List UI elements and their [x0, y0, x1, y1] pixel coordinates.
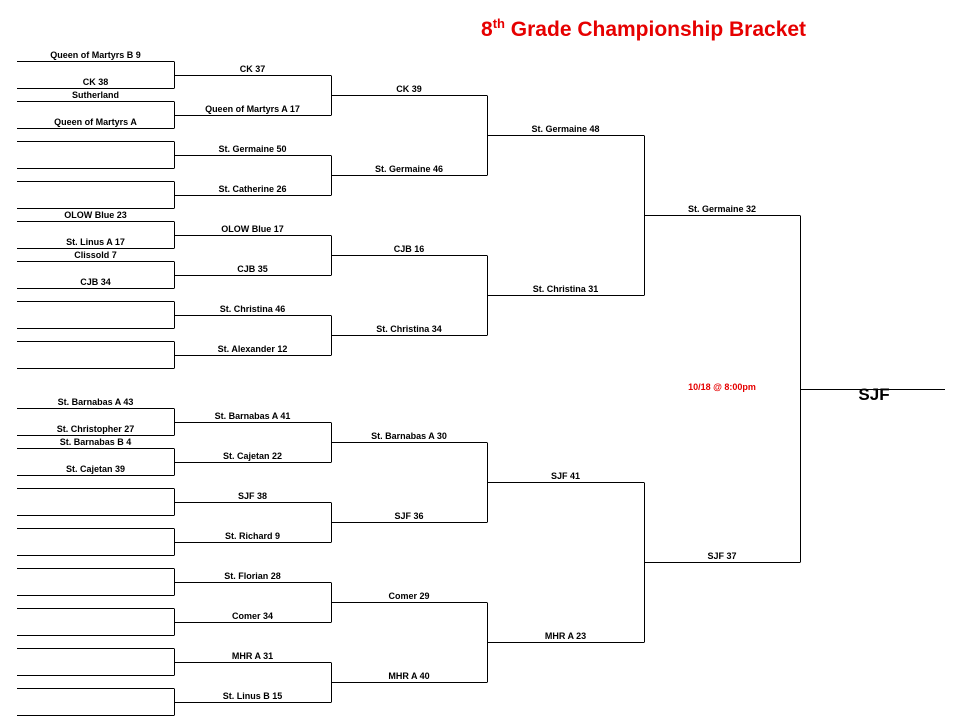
team-label: SJF 37: [707, 551, 737, 561]
team-label: St. Christina 46: [219, 304, 286, 314]
team-label: St. Linus A 17: [66, 237, 125, 247]
team-label: Clissold 7: [74, 250, 117, 260]
team-label: CK 39: [396, 84, 422, 94]
team-label: MHR A 40: [388, 671, 430, 681]
team-label: CJB 16: [393, 244, 425, 254]
team-label: St. Alexander 12: [217, 344, 288, 354]
page-title: 8th Grade Championship Bracket: [481, 16, 807, 41]
team-label: OLOW Blue 23: [64, 210, 127, 220]
team-label: St. Barnabas A 41: [214, 411, 291, 421]
team-label: St. Florian 28: [224, 571, 281, 581]
team-label: St. Barnabas A 30: [371, 431, 447, 441]
team-label: SJF 41: [550, 471, 581, 481]
team-label: SJF 36: [394, 511, 424, 521]
team-label: St. Germaine 50: [218, 144, 287, 154]
team-label: Comer 34: [231, 611, 274, 621]
team-label: OLOW Blue 17: [221, 224, 284, 234]
team-label: St. Christina 31: [532, 284, 599, 294]
team-label: St. Richard 9: [224, 531, 281, 541]
team-label: St. Barnabas B 4: [59, 437, 132, 447]
team-label: MHR A 31: [231, 651, 274, 661]
team-label: CJB 34: [80, 277, 111, 287]
game-time: 10/18 @ 8:00pm: [688, 382, 756, 392]
team-label: St. Linus B 15: [222, 691, 283, 701]
team-label: MHR A 23: [544, 631, 587, 641]
team-label: St. Christina 34: [376, 324, 442, 334]
team-label: St. Cajetan 39: [65, 464, 126, 474]
team-label: Queen of Martyrs A 17: [205, 104, 300, 114]
team-label: Sutherland: [71, 90, 120, 100]
team-label: CJB 35: [237, 264, 268, 274]
team-label: St. Catherine 26: [218, 184, 287, 194]
team-label: SJF 38: [237, 491, 268, 501]
team-label: CK 38: [82, 77, 109, 87]
champion-label: SJF: [858, 385, 890, 404]
team-label: Queen of Martyrs A: [54, 117, 137, 127]
team-label: St. Christopher 27: [56, 424, 135, 434]
team-label: St. Germaine 46: [374, 164, 444, 174]
team-label: St. Germaine 48: [531, 124, 600, 134]
team-label: CK 37: [239, 64, 266, 74]
team-label: St. Germaine 32: [687, 204, 757, 214]
team-label: Comer 29: [388, 591, 430, 601]
team-label: Queen of Martyrs B 9: [50, 50, 141, 60]
team-label: St. Cajetan 22: [222, 451, 283, 461]
team-label: St. Barnabas A 43: [57, 397, 134, 407]
